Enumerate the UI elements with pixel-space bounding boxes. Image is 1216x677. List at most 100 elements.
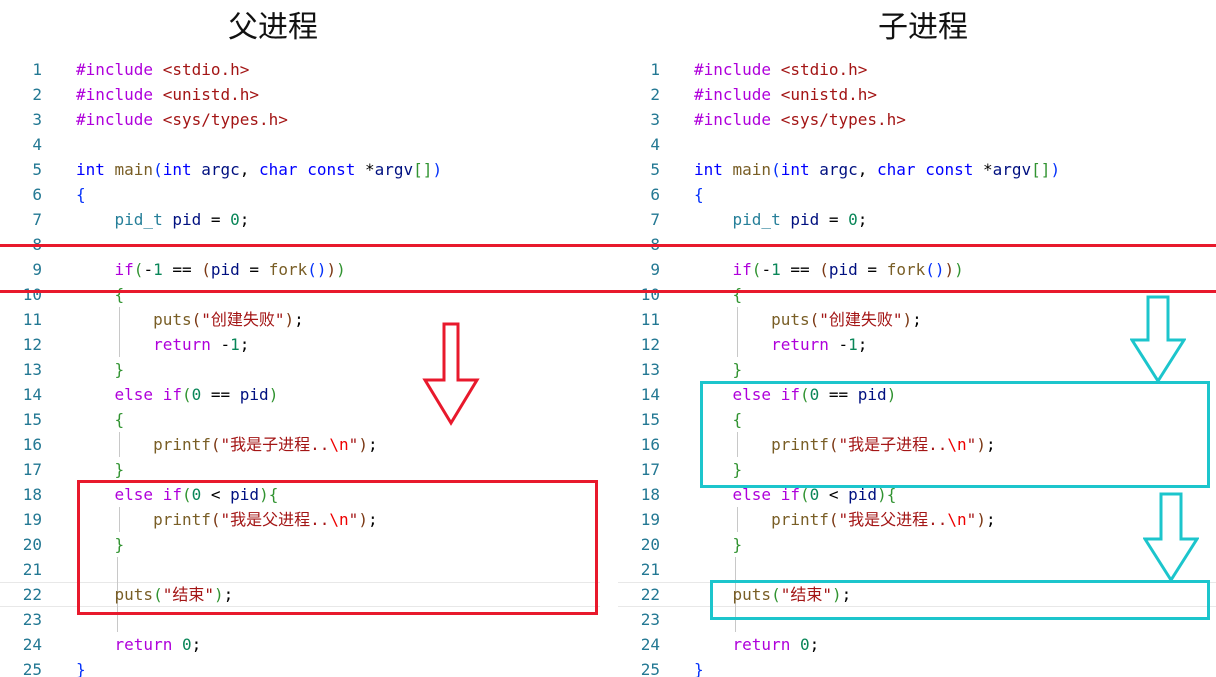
- code-line: 11 puts("创建失败");: [0, 307, 600, 332]
- code-text: #include <stdio.h>: [76, 60, 250, 79]
- code-text: else if(0 < pid){: [114, 485, 279, 504]
- parent-code-pane: 1#include <stdio.h>2#include <unistd.h>3…: [0, 57, 600, 677]
- line-number: 14: [22, 385, 42, 404]
- line-number: 14: [640, 385, 660, 404]
- line-number: 24: [22, 635, 42, 654]
- line-number: 4: [32, 135, 42, 154]
- line-number: 20: [640, 535, 660, 554]
- code-text: puts("创建失败");: [771, 310, 922, 329]
- code-line: 2#include <unistd.h>: [0, 82, 600, 107]
- line-number: 1: [650, 60, 660, 79]
- code-line: 18 else if(0 < pid){: [0, 482, 600, 507]
- line-number: 6: [650, 185, 660, 204]
- red-down-arrow-icon: [422, 322, 480, 426]
- line-number: 5: [32, 160, 42, 179]
- code-text: {: [694, 185, 704, 204]
- code-line: 16 printf("我是子进程..\n");: [0, 432, 600, 457]
- line-number: 15: [22, 410, 42, 429]
- fork-line-bottom-border: [0, 290, 1216, 293]
- line-number: 4: [650, 135, 660, 154]
- code-text: }: [76, 660, 86, 677]
- line-number: 16: [640, 435, 660, 454]
- indent-guide: [119, 507, 120, 532]
- code-line: 9 if(-1 == (pid = fork())): [0, 257, 600, 282]
- code-text: }: [694, 660, 704, 677]
- code-line: 3#include <sys/types.h>: [0, 107, 600, 132]
- code-line: 22 puts("结束");: [618, 582, 1216, 607]
- code-line: 14 else if(0 == pid): [618, 382, 1216, 407]
- code-text: }: [114, 360, 125, 379]
- line-number: 22: [22, 585, 42, 604]
- code-line: 24 return 0;: [618, 632, 1216, 657]
- code-line: 13 }: [618, 357, 1216, 382]
- line-number: 7: [650, 210, 660, 229]
- code-text: puts("结束");: [114, 585, 234, 604]
- line-number: 19: [640, 510, 660, 529]
- code-text: #include <sys/types.h>: [694, 110, 906, 129]
- code-line: 1#include <stdio.h>: [0, 57, 600, 82]
- code-text: puts("结束");: [732, 585, 852, 604]
- code-text: {: [732, 285, 743, 304]
- line-number: 3: [32, 110, 42, 129]
- line-number: 11: [22, 310, 42, 329]
- line-number: 12: [640, 335, 660, 354]
- line-number: 6: [32, 185, 42, 204]
- line-number: 20: [22, 535, 42, 554]
- code-text: }: [732, 360, 743, 379]
- line-number: 21: [22, 560, 42, 579]
- code-line: 1#include <stdio.h>: [618, 57, 1216, 82]
- line-number: 22: [640, 585, 660, 604]
- code-text: return -1;: [771, 335, 868, 354]
- line-number: 19: [22, 510, 42, 529]
- code-text: printf("我是子进程..\n");: [153, 435, 378, 454]
- code-line: 21: [618, 557, 1216, 582]
- code-text: {: [114, 410, 125, 429]
- line-number: 13: [22, 360, 42, 379]
- line-number: 10: [22, 285, 42, 304]
- code-line: 20 }: [0, 532, 600, 557]
- child-process-title: 子进程: [878, 10, 968, 45]
- current-line-highlight: [0, 582, 600, 607]
- line-number: 23: [640, 610, 660, 629]
- code-text: printf("我是父进程..\n");: [153, 510, 378, 529]
- indent-guide: [119, 432, 120, 457]
- code-line: 25}: [618, 657, 1216, 677]
- code-text: printf("我是父进程..\n");: [771, 510, 996, 529]
- code-text: if(-1 == (pid = fork())): [732, 260, 964, 279]
- code-line: 10 {: [618, 282, 1216, 307]
- code-line: 12 return -1;: [0, 332, 600, 357]
- child-code-pane: 1#include <stdio.h>2#include <unistd.h>3…: [618, 57, 1216, 677]
- code-text: int main(int argc, char const *argv[]): [694, 160, 1061, 179]
- line-number: 24: [640, 635, 660, 654]
- code-text: pid_t pid = 0;: [114, 210, 250, 229]
- code-text: {: [114, 285, 125, 304]
- code-line: 15 {: [618, 407, 1216, 432]
- code-text: else if(0 < pid){: [732, 485, 897, 504]
- code-line: 23: [0, 607, 600, 632]
- code-line: 6{: [618, 182, 1216, 207]
- code-text: printf("我是子进程..\n");: [771, 435, 996, 454]
- code-text: }: [114, 535, 125, 554]
- code-text: }: [732, 535, 743, 554]
- code-line: 15 {: [0, 407, 600, 432]
- code-line: 13 }: [0, 357, 600, 382]
- line-number: 12: [22, 335, 42, 354]
- code-line: 9 if(-1 == (pid = fork())): [618, 257, 1216, 282]
- line-number: 25: [22, 660, 42, 677]
- code-line: 11 puts("创建失败");: [618, 307, 1216, 332]
- code-text: }: [114, 460, 125, 479]
- code-line: 19 printf("我是父进程..\n");: [0, 507, 600, 532]
- line-number: 7: [32, 210, 42, 229]
- code-text: if(-1 == (pid = fork())): [114, 260, 346, 279]
- code-line: 17 }: [618, 457, 1216, 482]
- code-line: 12 return -1;: [618, 332, 1216, 357]
- parent-process-title: 父进程: [228, 10, 318, 45]
- code-line: 18 else if(0 < pid){: [618, 482, 1216, 507]
- code-line: 25}: [0, 657, 600, 677]
- line-number: 18: [22, 485, 42, 504]
- line-number: 18: [640, 485, 660, 504]
- indent-guide: [117, 557, 118, 632]
- indent-guide: [735, 557, 736, 632]
- code-text: }: [732, 460, 743, 479]
